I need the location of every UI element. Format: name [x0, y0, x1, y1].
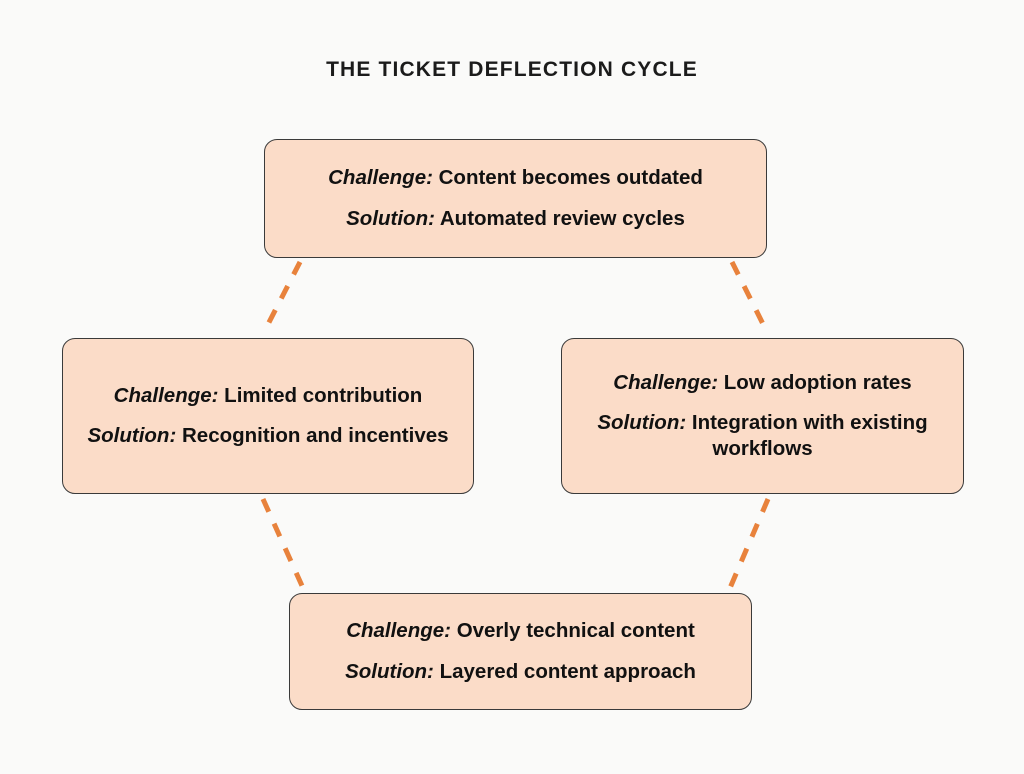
- node-limited-contribution[interactable]: Challenge: Limited contribution Solution…: [62, 338, 474, 494]
- solution-label: Solution:: [345, 659, 434, 683]
- challenge-label: Challenge:: [346, 619, 451, 643]
- node-challenge-line: Challenge: Content becomes outdated: [312, 165, 719, 191]
- node-solution-line: Solution: Integration with existing work…: [562, 410, 963, 462]
- solution-value: Layered content approach: [439, 659, 696, 683]
- challenge-value: Limited contribution: [224, 383, 423, 407]
- solution-value: Integration with existing workflows: [691, 410, 928, 461]
- solution-label: Solution:: [346, 206, 435, 230]
- node-challenge-line: Challenge: Low adoption rates: [597, 370, 927, 396]
- node-solution-line: Solution: Recognition and incentives: [71, 423, 464, 449]
- challenge-value: Content becomes outdated: [438, 166, 703, 190]
- node-challenge-line: Challenge: Limited contribution: [98, 383, 439, 409]
- challenge-label: Challenge:: [113, 383, 219, 407]
- solution-value: Recognition and incentives: [181, 424, 449, 447]
- solution-label: Solution:: [597, 410, 687, 434]
- node-content-outdated[interactable]: Challenge: Content becomes outdated Solu…: [264, 139, 767, 258]
- connector-top-to-right: [729, 260, 771, 336]
- solution-value: Automated review cycles: [439, 206, 685, 230]
- connector-left-to-bottom: [260, 497, 306, 590]
- challenge-value: Overly technical content: [456, 619, 695, 643]
- page-title: THE TICKET DEFLECTION CYCLE: [326, 58, 698, 81]
- node-low-adoption[interactable]: Challenge: Low adoption rates Solution: …: [561, 338, 964, 494]
- challenge-label: Challenge:: [613, 370, 719, 394]
- node-overly-technical[interactable]: Challenge: Overly technical content Solu…: [289, 593, 752, 710]
- challenge-value: Low adoption rates: [723, 370, 912, 394]
- node-solution-line: Solution: Layered content approach: [329, 659, 712, 685]
- node-solution-line: Solution: Automated review cycles: [330, 206, 701, 232]
- connector-right-to-bottom: [727, 498, 771, 589]
- connector-top-to-left: [260, 260, 303, 336]
- node-challenge-line: Challenge: Overly technical content: [330, 618, 711, 644]
- challenge-label: Challenge:: [328, 166, 433, 190]
- solution-label: Solution:: [87, 424, 177, 447]
